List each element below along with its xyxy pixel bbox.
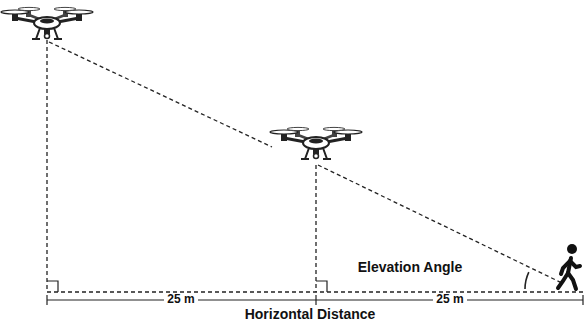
dimension-label: 25 m <box>164 293 197 306</box>
dashed-lines <box>47 40 584 292</box>
drone-high <box>1 7 93 39</box>
dimension-line <box>47 295 583 305</box>
dimension-label: 25 m <box>433 293 466 306</box>
walking-person <box>558 244 580 289</box>
angle-label: Elevation Angle <box>355 260 466 275</box>
drone-low <box>270 127 362 159</box>
angle-arc <box>525 272 529 289</box>
axis-title: Horizontal Distance <box>242 307 379 322</box>
right-angle-marks <box>47 281 327 292</box>
